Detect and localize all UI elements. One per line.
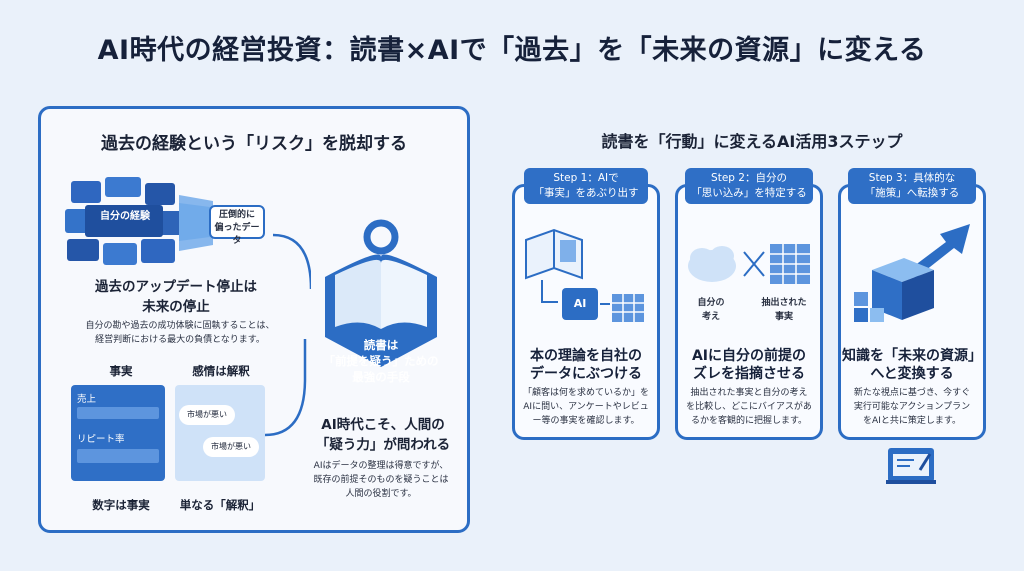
step-1-header-line-2: 「事実」をあぶり出す	[533, 187, 639, 199]
extracted-fact-line-2: 事実	[774, 312, 793, 322]
growth-arrow-icon	[906, 224, 970, 278]
step-1-desc-line-1: 「顧客は何を求めているか」を	[522, 388, 649, 398]
biased-data-line-2: 偏ったデータ	[214, 223, 260, 246]
repeat-rate-label: リピート率	[77, 434, 125, 445]
open-book-icon	[525, 228, 583, 280]
connector-line	[265, 339, 307, 437]
step-2-desc-line-2: を比較し、どこにバイアスがあ	[686, 402, 812, 412]
ai-chip-label: AI	[573, 297, 587, 310]
own-thought-line-2: 考え	[701, 312, 720, 322]
small-blocks-icon	[854, 292, 884, 322]
step-2-title-line-2: ズレを指摘させる	[693, 366, 805, 382]
step-3-illustration	[854, 224, 970, 322]
book-illustration	[325, 219, 437, 367]
my-experience-label: 自分の経験	[100, 211, 150, 222]
step-2-desc-line-3: るかを客観的に把握します。	[690, 416, 808, 426]
sales-label: 売上	[77, 394, 97, 405]
thought-cloud-icon	[688, 246, 736, 282]
ai-desc-line-1: AIはデータの整理は得意ですが、	[313, 461, 449, 471]
biased-data-line-1: 圧倒的に	[218, 210, 255, 220]
step-1-desc-line-2: AIに問い、アンケートやレビュ	[523, 402, 649, 412]
own-thought-line-1: 自分の	[697, 298, 725, 308]
book-icon	[325, 254, 437, 367]
left-panel: 過去の経験という「リスク」を脱却する 自分の経験 圧倒的に 偏ったデータ 過去の…	[38, 106, 470, 533]
step-2-header-line-2: 「思い込み」を特定する	[691, 187, 807, 199]
step-1-header: Step 1：AIで 「事実」をあぶり出す	[524, 168, 648, 204]
step-3-header: Step 3：具体的な 「施策」へ転換する	[848, 168, 976, 204]
step-2-card	[675, 184, 823, 440]
step-3-desc-line-3: をAIと共に策定します。	[863, 416, 961, 426]
step-2-header: Step 2：自分の 「思い込み」を特定する	[685, 168, 813, 204]
book-text-line-3: 最強の手段	[352, 370, 410, 384]
stop-desc-line-1: 自分の勘や過去の成功体験に固執することは、	[85, 321, 275, 331]
step-3-title-line-2: へと変換する	[870, 366, 954, 382]
step-2-illustration	[688, 244, 810, 284]
emotion-label: 感情は解釈	[192, 364, 250, 378]
stop-title-line-2: 未来の停止	[142, 299, 210, 315]
magnifier-icon	[363, 219, 399, 255]
step-3-header-line-2: 「施策」へ転換する	[864, 187, 960, 199]
market-bad-bubble-2: 市場が悪い	[203, 437, 259, 457]
step-1-illustration	[525, 228, 644, 322]
step-3-desc-line-1: 新たな視点に基づき、今すぐ	[853, 388, 971, 398]
ai-era-line-1: AI時代こそ、人間の	[321, 417, 445, 433]
cube-icon	[872, 258, 934, 320]
fact-table-icon	[770, 244, 810, 284]
ai-desc-line-2: 既存の前提そのものを疑うことは	[313, 475, 449, 485]
step-3-header-line-1: Step 3：具体的な	[868, 172, 956, 184]
step-2-desc-line-1: 抽出された事実と自分の考え	[690, 388, 808, 398]
emotion-card: 市場が悪い 市場が悪い	[175, 385, 265, 481]
step-3-desc-line-2: 実行可能なアクションプラン	[853, 402, 971, 412]
step-2-title-line-1: AIに自分の前提の	[691, 348, 807, 364]
extracted-fact-line-1: 抽出された	[761, 298, 807, 308]
book-text-line-2: 「前提を疑う」ための	[323, 354, 439, 368]
mere-interpretation-label: 単なる「解釈」	[179, 498, 261, 512]
market-bad-bubble-1: 市場が悪い	[179, 405, 235, 425]
book-text-line-1: 読書は	[363, 338, 399, 352]
repeat-rate-bar	[77, 449, 159, 463]
step-1-desc-line-3: ー等の事実を確認します。	[532, 416, 640, 426]
facts-card: 売上 リピート率	[71, 385, 165, 481]
action-plan-icon	[886, 448, 936, 484]
left-panel-title: 過去の経験という「リスク」を脱却する	[101, 134, 407, 154]
comparison-arrows-icon	[743, 251, 765, 277]
biased-data-box: 圧倒的に 偏ったデータ	[209, 205, 265, 246]
numbers-are-facts-label: 数字は事実	[92, 498, 150, 512]
steps-section-title: 読書を「行動」に変えるAI活用3ステップ	[601, 132, 903, 151]
ai-desc-line-3: 人間の役割です。	[345, 489, 417, 499]
step-1-title-line-1: 本の理論を自社の	[530, 348, 642, 364]
data-table-icon	[612, 294, 644, 322]
step-3-title-line-1: 知識を「未来の資源」	[842, 348, 982, 364]
experience-blocks-icon	[65, 177, 185, 265]
step-2-header-line-1: Step 2：自分の	[711, 172, 787, 184]
step-1-header-line-1: Step 1：AIで	[553, 172, 619, 184]
sales-bar	[77, 407, 159, 419]
step-1-title-line-2: データにぶつける	[530, 366, 642, 382]
stop-title-line-1: 過去のアップデート停止は	[95, 279, 257, 295]
page-title: AI時代の経営投資：読書×AIで「過去」を「未来の資源」に変える	[97, 35, 927, 66]
facts-label: 事実	[109, 364, 133, 378]
stop-desc-line-2: 経営判断における最大の負債となります。	[95, 335, 265, 345]
ai-era-line-2: 「疑う力」が問われる	[315, 437, 451, 453]
ai-chip-icon	[562, 288, 598, 320]
